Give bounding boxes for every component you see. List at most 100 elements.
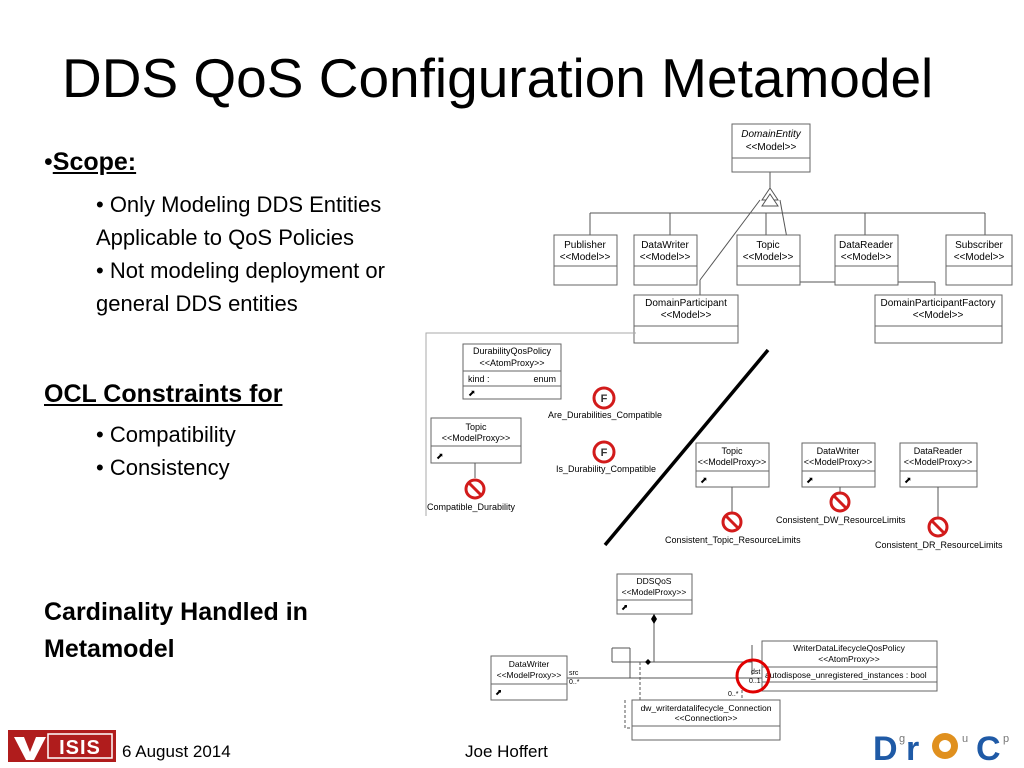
- subscriber-name: Subscriber: [955, 240, 1003, 251]
- cardinality-line-1: Cardinality Handled in: [44, 598, 308, 626]
- durability-name: DurabilityQosPolicy: [473, 346, 552, 356]
- durability-attr-name: kind :: [468, 374, 490, 384]
- domainentity-stereo: <<Model>>: [746, 142, 797, 153]
- doc-letter-c: C: [976, 730, 1001, 768]
- uml-durabilityqospolicy: DurabilityQosPolicy <<AtomProxy>> kind :…: [462, 343, 562, 400]
- uml-writerdatalifecycleqospolicy: WriterDataLifecycleQosPolicy <<AtomProxy…: [761, 640, 938, 692]
- domainparticipantfactory-stereo: <<Model>>: [913, 310, 964, 321]
- ocl-item-consistency: • Consistency: [96, 455, 230, 480]
- uml-domainentity: DomainEntity <<Model>>: [731, 123, 811, 173]
- vanderbilt-isis-logo: ISIS: [8, 730, 116, 762]
- uml-datawriter-proxy: DataWriter <<ModelProxy>> ⬈: [490, 655, 568, 701]
- ddsqos-name: DDSQoS: [637, 576, 672, 586]
- src-role-label: src: [569, 670, 579, 677]
- compatible-durability-label: Compatible_Durability: [427, 502, 516, 512]
- pointer-icon: ⬈: [700, 475, 708, 485]
- pointer-icon: ⬈: [806, 475, 814, 485]
- domainentity-name: DomainEntity: [741, 129, 801, 140]
- topic-right-stereo: <<ModelProxy>>: [698, 457, 767, 467]
- topic-left-stereo: <<ModelProxy>>: [442, 433, 511, 443]
- svg-text:F: F: [601, 393, 608, 405]
- datareader-stereo: <<Model>>: [841, 252, 892, 263]
- datawriter-right-name: DataWriter: [817, 446, 860, 456]
- footer-date: 6 August 2014: [122, 742, 231, 761]
- cardinality-heading: Cardinality Handled in Metamodel: [44, 594, 308, 668]
- doc-small-u: u: [962, 733, 968, 745]
- scope-heading: •Scope:: [44, 148, 136, 177]
- uml-datareader-proxy-right: DataReader <<ModelProxy>> ⬈: [899, 442, 978, 488]
- topic-right-name: Topic: [721, 446, 743, 456]
- uml-datareader: DataReader <<Model>>: [834, 234, 899, 286]
- footer-author: Joe Hoffert: [465, 742, 548, 761]
- topic-name: Topic: [756, 240, 779, 251]
- datareader-right-stereo: <<ModelProxy>>: [904, 457, 973, 467]
- consistent-dr-label: Consistent_DR_ResourceLimits: [875, 540, 1003, 550]
- uml-subscriber: Subscriber <<Model>>: [945, 234, 1013, 286]
- ocl-item-compatibility: • Compatibility: [96, 422, 236, 447]
- pointer-icon: ⬈: [621, 602, 628, 612]
- uml-publisher: Publisher <<Model>>: [553, 234, 618, 286]
- doc-letter-r: r: [906, 730, 919, 768]
- scope-bullet: •: [44, 148, 53, 176]
- datawriter-name: DataWriter: [641, 240, 689, 251]
- highlight-circle: [735, 658, 771, 694]
- card-datawriter-stereo: <<ModelProxy>>: [497, 670, 562, 680]
- subscriber-stereo: <<Model>>: [954, 252, 1005, 263]
- uml-topic-proxy-right: Topic <<ModelProxy>> ⬈: [695, 442, 770, 488]
- scope-item-1-line-1: • Only Modeling DDS Entities: [96, 192, 382, 217]
- uml-ddsqos: DDSQoS <<ModelProxy>> ⬈: [616, 573, 693, 615]
- datareader-right-name: DataReader: [914, 446, 963, 456]
- scope-label: Scope:: [52, 148, 137, 176]
- datareader-name: DataReader: [839, 240, 894, 251]
- pointer-icon: ⬈: [904, 475, 912, 485]
- pointer-icon: ⬈: [495, 687, 502, 697]
- uml-domainparticipant: DomainParticipant <<Model>>: [633, 294, 739, 344]
- doc-small-p: p: [1003, 733, 1009, 745]
- function-f-icon: F: [592, 386, 616, 410]
- separator-line: [603, 348, 770, 547]
- scope-item-2-line-1: • Not modeling deployment or: [96, 258, 385, 283]
- prohibit-icon: [721, 511, 743, 533]
- domainparticipant-name: DomainParticipant: [645, 298, 727, 309]
- doc-small-g: g: [899, 733, 905, 745]
- policy-attr: autodispose_unregistered_instances : boo…: [765, 670, 927, 680]
- domainparticipant-stereo: <<Model>>: [661, 310, 712, 321]
- doc-letter-d: D: [873, 730, 898, 768]
- uml-topic: Topic <<Model>>: [736, 234, 801, 286]
- slide-title: DDS QoS Configuration Metamodel: [62, 47, 934, 109]
- ocl-heading: OCL Constraints for: [44, 380, 283, 408]
- inheritance-diagram: DomainEntity <<Model>> Publisher <<Model…: [553, 123, 1013, 344]
- cardinality-line-2: Metamodel: [44, 635, 175, 663]
- topic-stereo: <<Model>>: [743, 252, 794, 263]
- topic-left-name: Topic: [465, 422, 487, 432]
- durability-stereo: <<AtomProxy>>: [479, 358, 544, 368]
- isis-text: ISIS: [59, 737, 101, 759]
- uml-connection: dw_writerdatalifecycle_Connection <<Conn…: [631, 699, 781, 741]
- pointer-icon: ⬈: [468, 388, 476, 398]
- consistent-dw-label: Consistent_DW_ResourceLimits: [776, 515, 906, 525]
- consistent-topic-label: Consistent_Topic_ResourceLimits: [665, 535, 801, 545]
- uml-domainparticipantfactory: DomainParticipantFactory <<Model>>: [874, 294, 1003, 344]
- pointer-icon: ⬈: [436, 451, 444, 461]
- publisher-name: Publisher: [564, 240, 606, 251]
- durability-attr-type: enum: [533, 374, 556, 384]
- cardinality-diagram: DDSQoS <<ModelProxy>> ⬈ DataWriter <<Mod…: [490, 573, 938, 741]
- connection-stereo: <<Connection>>: [675, 713, 738, 723]
- card-datawriter-name: DataWriter: [509, 659, 550, 669]
- prohibit-icon: [927, 516, 949, 538]
- policy-stereo: <<AtomProxy>>: [818, 654, 879, 664]
- connection-name: dw_writerdatalifecycle_Connection: [641, 703, 772, 713]
- bottom-multiplicity: 0..*: [728, 691, 739, 698]
- dst-multiplicity: 0..1: [749, 678, 761, 685]
- dst-role-label: dst: [751, 669, 760, 676]
- prohibit-icon: [829, 491, 851, 513]
- datawriter-right-stereo: <<ModelProxy>>: [804, 457, 873, 467]
- policy-name: WriterDataLifecycleQosPolicy: [793, 643, 906, 653]
- doc-group-logo: D g r u C p: [873, 730, 1009, 768]
- uml-topic-proxy-left: Topic <<ModelProxy>> ⬈: [430, 417, 522, 464]
- scope-list: • Only Modeling DDS Entities Applicable …: [96, 188, 385, 320]
- domainparticipantfactory-name: DomainParticipantFactory: [880, 298, 995, 309]
- scope-item-2-line-2: general DDS entities: [96, 291, 298, 316]
- src-multiplicity: 0..*: [569, 679, 580, 686]
